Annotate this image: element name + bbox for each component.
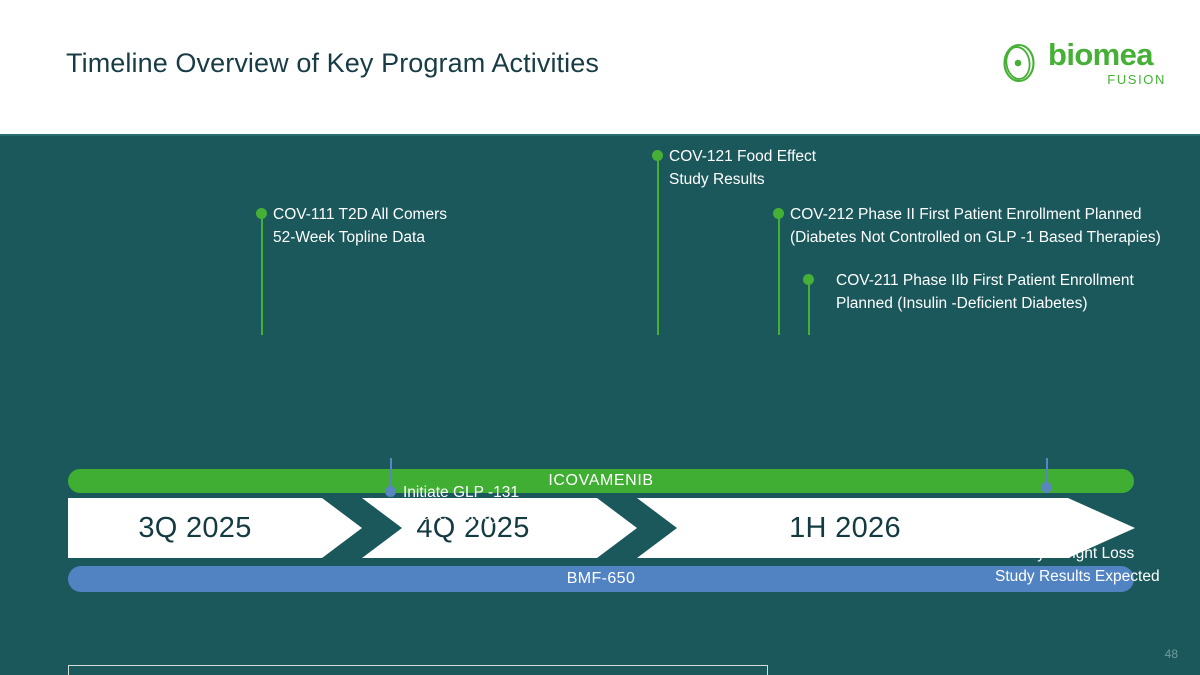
page-title: Timeline Overview of Key Program Activit… [66,48,599,78]
milestone-cov-111: COV-111 T2D All Comers 52-Week Topline D… [0,134,1200,344]
page-number: 48 [1164,647,1178,661]
milestone-glp-131-initiate: Initiate GLP -131 Phase I Study [0,134,1200,524]
program-bar-icovamenib: ICOVAMENIB [68,469,1134,493]
milestone-stem [808,280,810,335]
program-bar-label: ICOVAMENIB [548,472,654,489]
milestone-label-line-1: GLP-131 Phase I [995,522,1114,539]
milestone-cov-121: COV-121 Food Effect Study Results [0,134,1200,344]
milestone-label-line-1: COV-212 Phase II First Patient Enrollmen… [790,206,1142,223]
milestone-label-line-1: COV-121 Food Effect [669,148,817,165]
milestone-cov-212: COV-212 Phase II First Patient Enrollmen… [0,134,1200,344]
milestone-label-line-1: COV-211 Phase IIb First Patient Enrollme… [836,272,1134,289]
milestone-dot [803,274,814,285]
biomea-fusion-logo: biomea FUSION [996,38,1168,92]
milestone-label-line-2: 52-Week Topline Data [273,229,425,246]
milestone-stem [657,156,659,335]
milestone-stem [261,214,263,335]
timeline-band [68,498,1135,558]
milestone-label-line-2: Phase I Study [403,507,500,524]
program-bar-bmf-650: BMF-650 [68,566,1134,592]
milestone-dot [652,150,663,161]
milestone-label-line-2: Study Results [669,171,765,188]
timeline-segment-1h-2026: 1H 2026 [680,498,1010,558]
logo-subtext: FUSION [1107,72,1166,87]
milestone-stem [778,214,780,335]
milestone-dot [256,208,267,219]
milestone-dot [1041,482,1052,493]
milestone-label-line-3: Study Results Expected [995,568,1160,585]
milestone-label-line-2: 28-Day Weight Loss [995,545,1135,562]
timeline-panel: COV-121 Food Effect Study Results COV-11… [0,134,1200,675]
timeline-segment-3q-2025: 3Q 2025 [68,498,322,558]
program-bar-label: BMF-650 [566,570,636,587]
timeline-segment-4q-2025: 4Q 2025 [348,498,598,558]
timeline-segment-label: 3Q 2025 [138,511,252,544]
logo-wordmark: biomea [1048,37,1154,72]
milestone-label-line-1: COV-111 T2D All Comers [273,206,448,223]
circle-dot-icon [996,40,1042,86]
milestone-cov-211: COV-211 Phase IIb First Patient Enrollme… [0,134,1200,344]
milestone-label-line-2: Planned (Insulin -Deficient Diabetes) [836,295,1088,312]
milestone-dot [773,208,784,219]
milestone-label-line-1: Initiate GLP -131 [403,484,520,501]
milestone-label-line-2: (Diabetes Not Controlled on GLP -1 Based… [790,229,1161,246]
milestone-dot [385,486,396,497]
milestone-stem [1046,458,1048,486]
legend-box: COVALENT-111 Icovamenib Phase II in T2D … [68,665,768,675]
milestone-glp-131-results: GLP-131 Phase I 28-Day Weight Loss Study… [0,134,1200,585]
timeline-segment-label: 1H 2026 [789,511,901,544]
timeline-segment-label: 4Q 2025 [416,511,530,544]
milestone-stem [390,458,392,491]
